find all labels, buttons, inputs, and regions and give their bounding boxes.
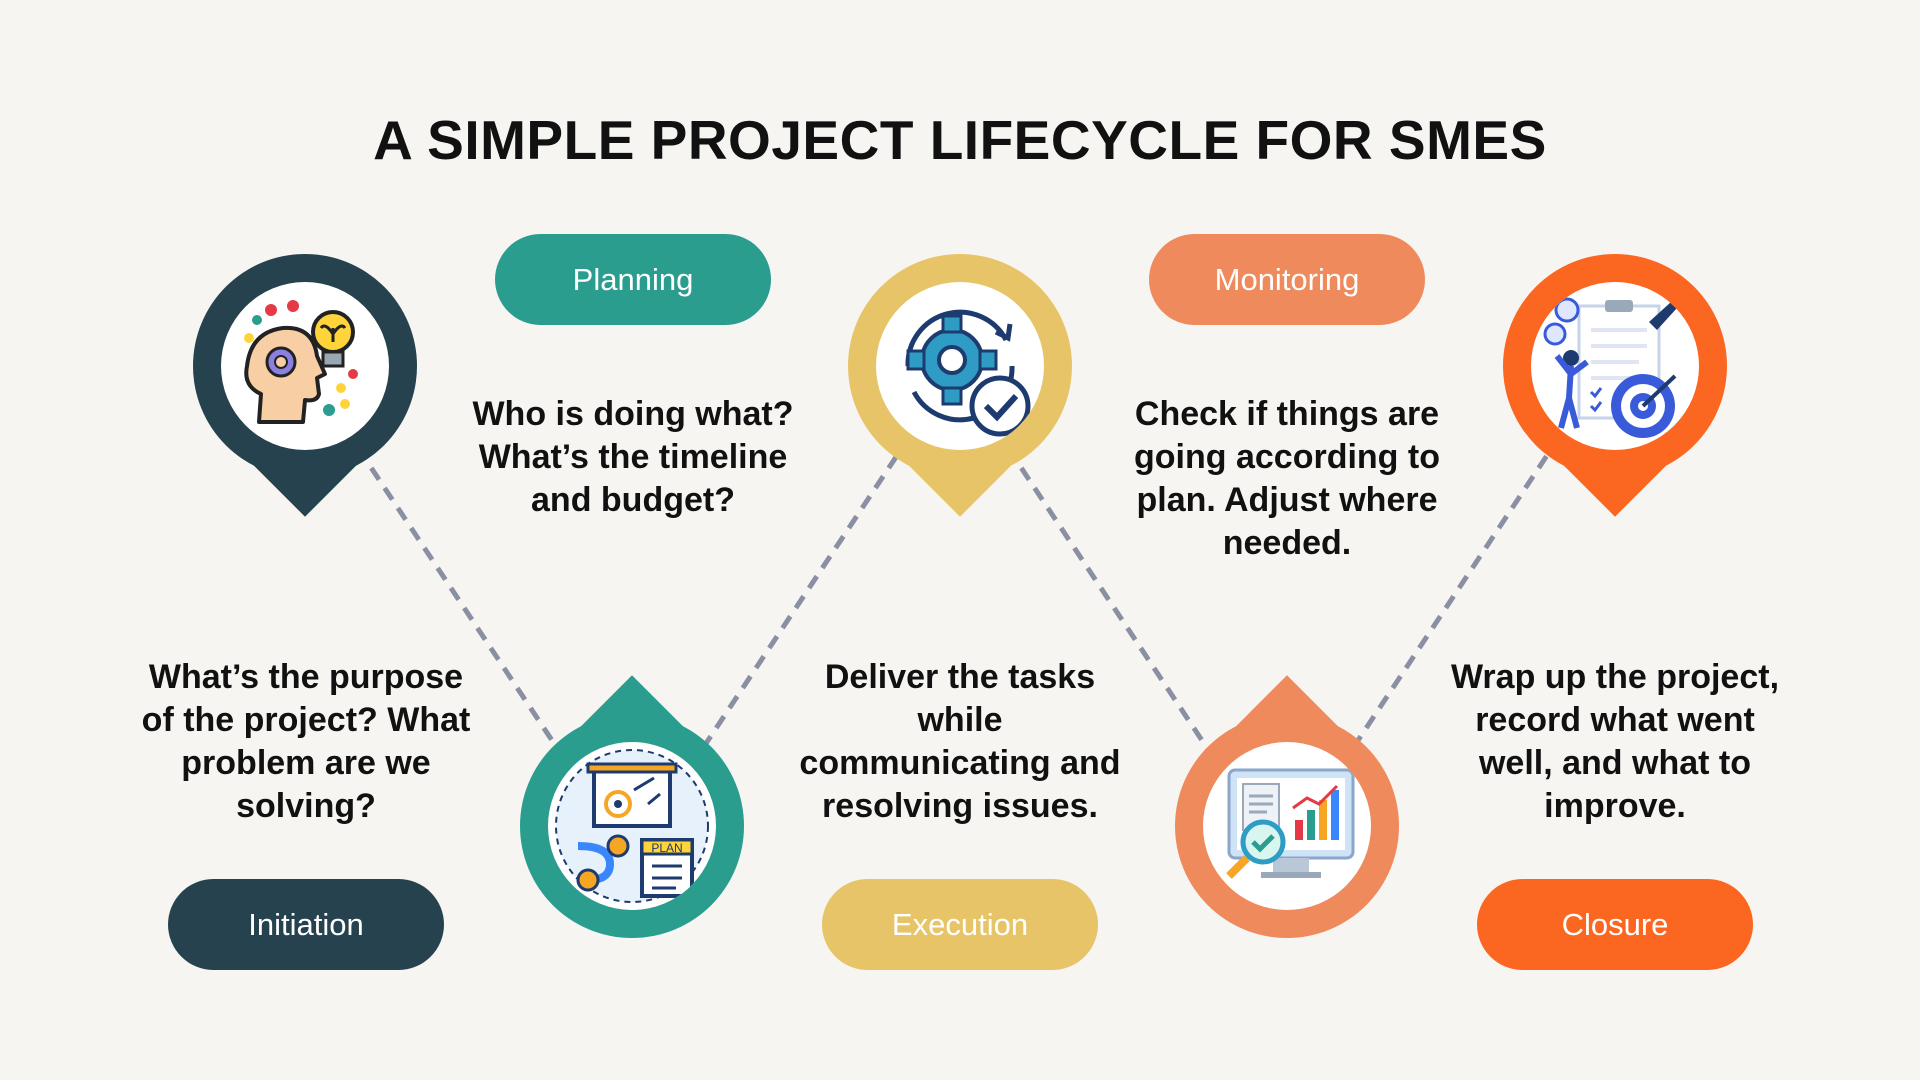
stage-monitoring-label: Monitoring — [1149, 234, 1425, 325]
monitoring-description: Check if things are going according to p… — [1134, 395, 1440, 562]
gear-check-icon — [876, 282, 1044, 450]
initiation-pin — [193, 254, 417, 548]
page-title: A SIMPLE PROJECT LIFECYCLE FOR SMES — [373, 109, 1547, 171]
closure-description: Wrap up the project, record what went we… — [1450, 658, 1780, 825]
monitor-analytics-icon — [1203, 742, 1371, 910]
stage-initiation-label: Initiation — [168, 879, 444, 970]
planning-pin: PLAN — [520, 644, 744, 938]
strategy-plan-icon: PLAN — [548, 742, 716, 910]
brain-idea-icon — [221, 282, 389, 450]
stage-closure-label: Closure — [1477, 879, 1753, 970]
stage-planning-label: Planning — [495, 234, 771, 325]
initiation-description: What’s the purpose of the project? What … — [141, 658, 471, 825]
stage-execution-label: Execution — [822, 879, 1098, 970]
planning-description: Who is doing what? What’s the timeline a… — [472, 395, 794, 519]
monitoring-pin — [1175, 644, 1399, 938]
execution-pin — [848, 254, 1072, 548]
svg-text:PLAN: PLAN — [651, 841, 682, 855]
target-goal-icon — [1531, 282, 1699, 450]
execution-description: Deliver the tasks while communicating an… — [799, 658, 1121, 825]
closure-pin — [1503, 254, 1727, 548]
